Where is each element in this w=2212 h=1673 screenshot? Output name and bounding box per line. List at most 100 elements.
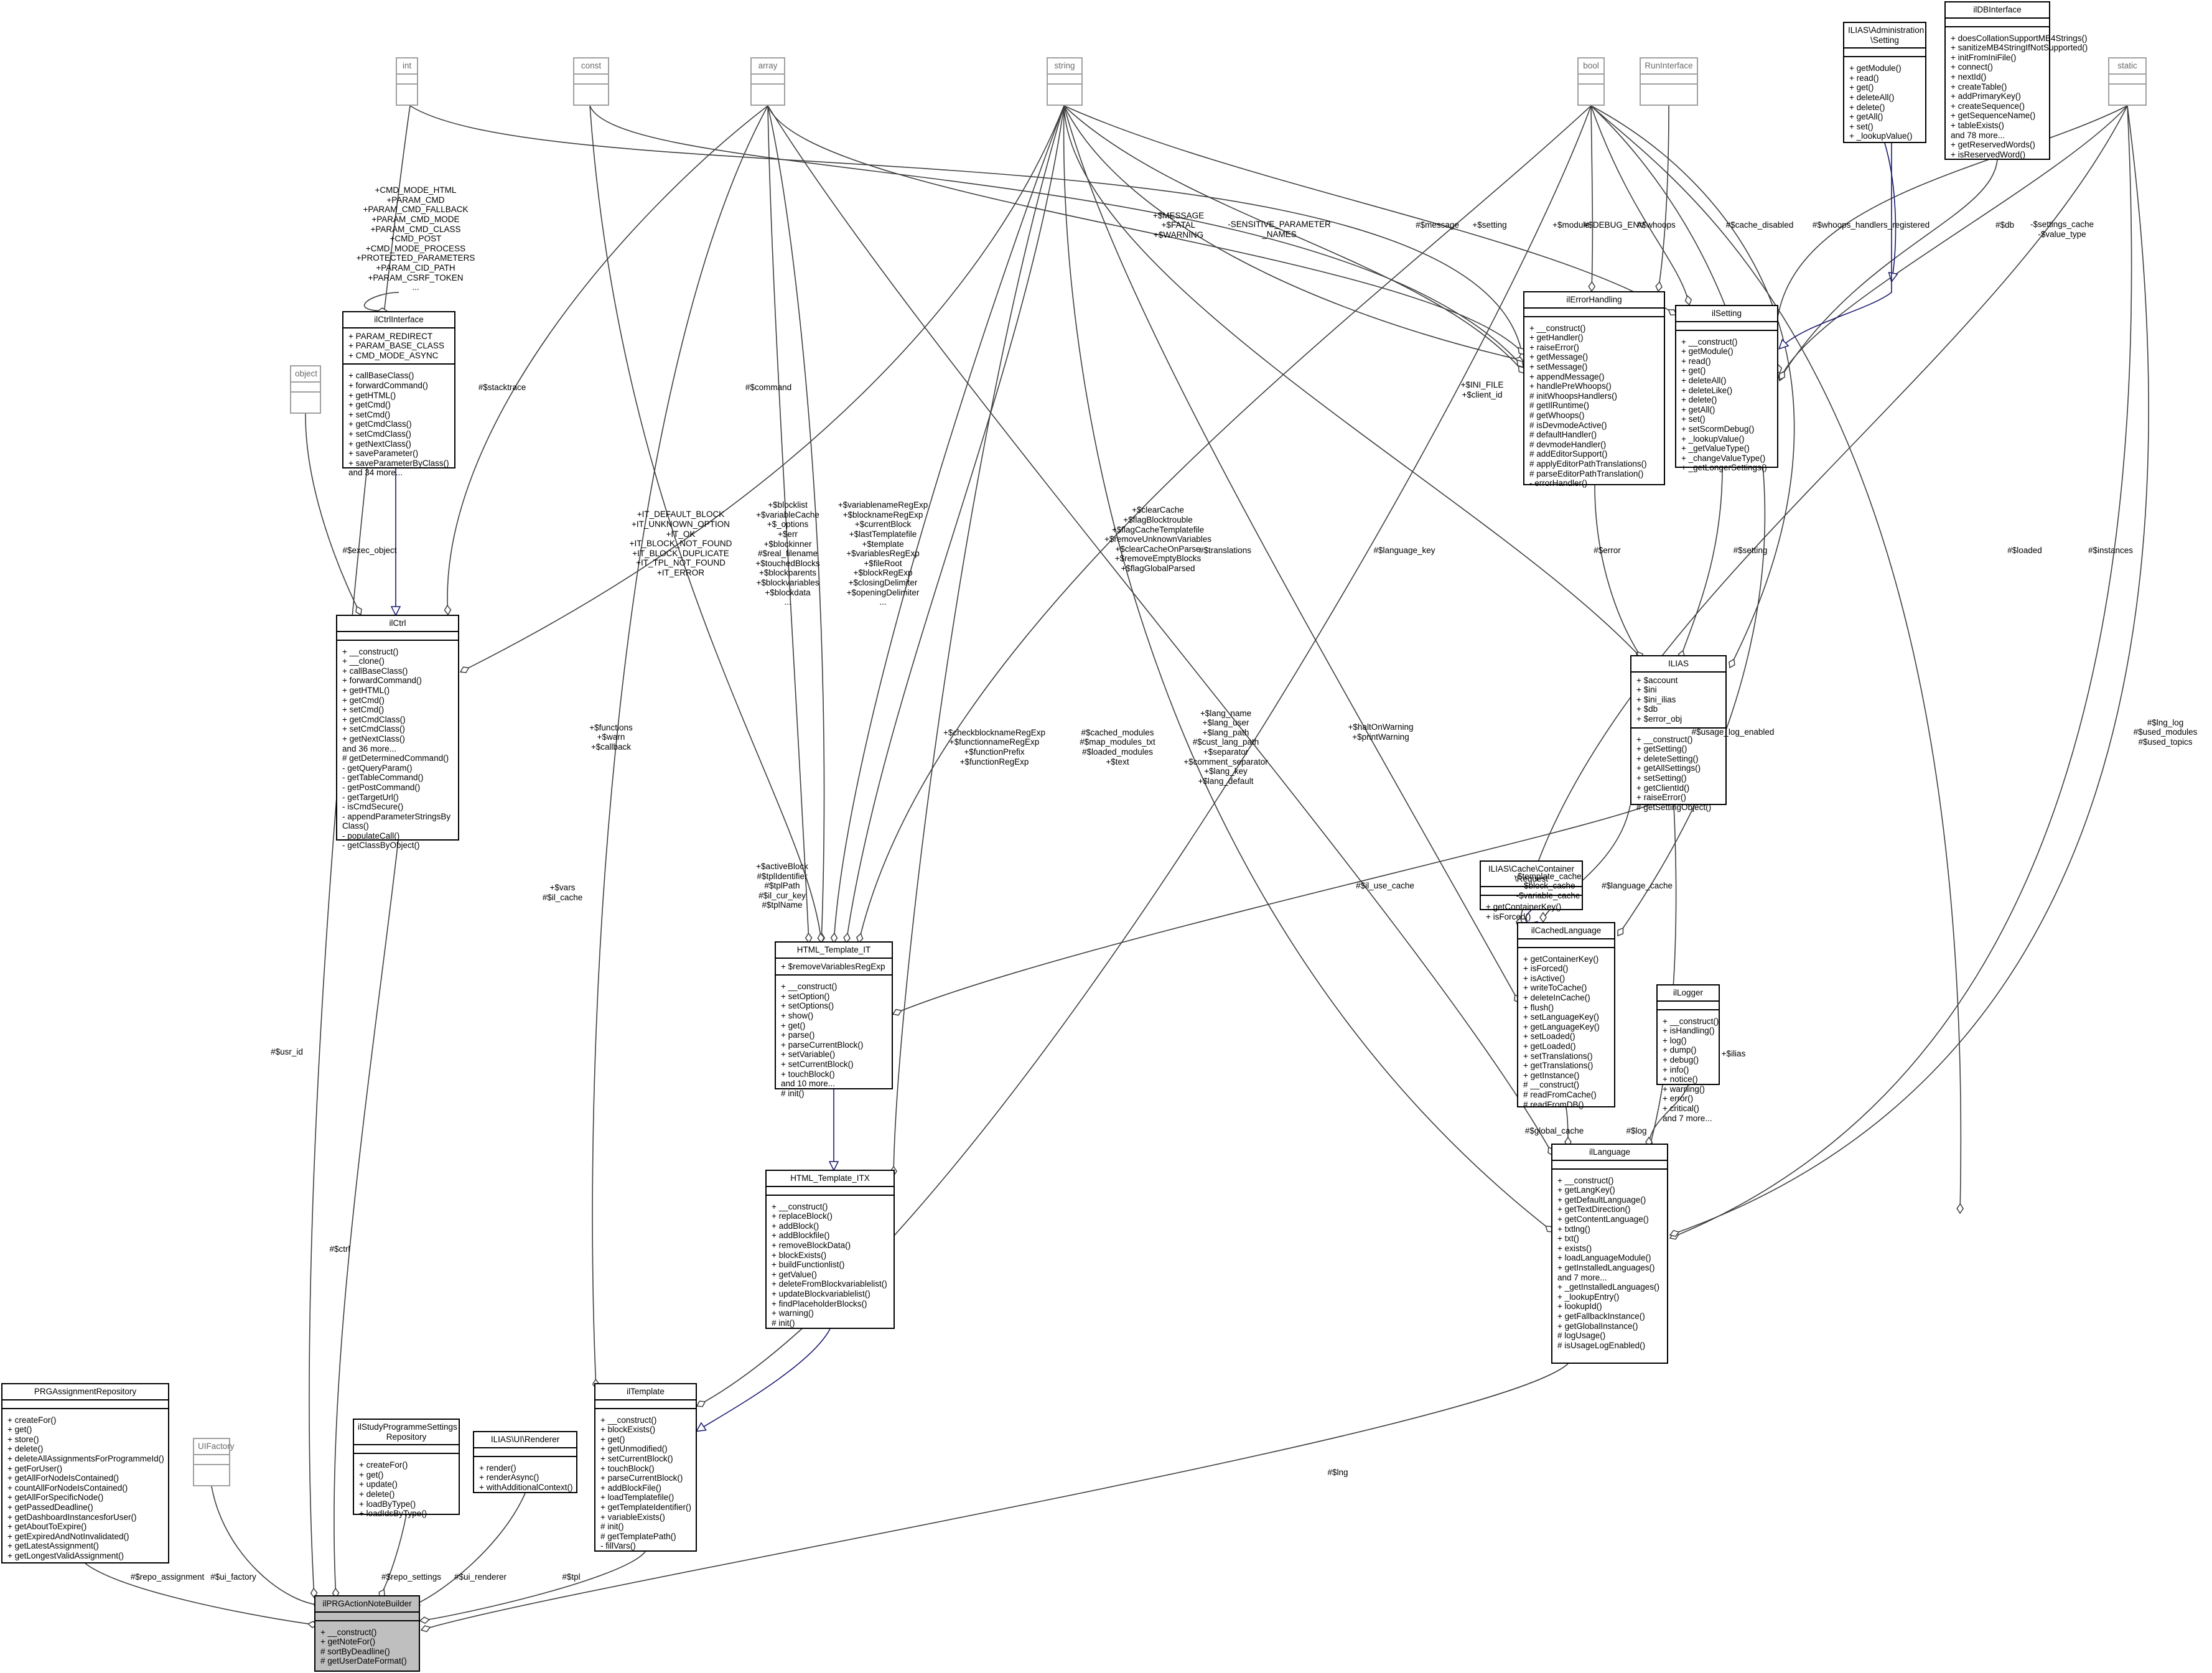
class-box-prgassignmentrepository: PRGAssignmentRepository+ createFor()+ ge…: [1, 1383, 169, 1563]
class-method: # isUsageLogEnabled(): [1557, 1340, 1646, 1350]
association-edge: [447, 105, 768, 615]
class-name-line: \Request: [1514, 874, 1549, 883]
class-method: # readFromDB(): [1523, 1099, 1584, 1109]
edge-label: #$DEBUG_ENV: [1584, 220, 1645, 230]
class-method: + loadLanguageModule(): [1557, 1253, 1651, 1263]
class-method: + setTranslations(): [1523, 1051, 1593, 1061]
class-method: + __construct(): [600, 1415, 657, 1425]
class-method: - populateCall(): [342, 831, 400, 841]
edge-label: +$variablenameRegExp+$blocknameRegExp+$c…: [838, 500, 928, 607]
class-methods: + render()+ renderAsync()+ withAdditiona…: [474, 1455, 576, 1496]
class-method: + loadTemplatefile(): [600, 1493, 674, 1503]
class-method: + get(): [1681, 366, 1706, 376]
class-method: + _lookupValue(): [1849, 131, 1913, 141]
class-box-setting_admin: ILIAS\Administration\Setting+ getModule(…: [1843, 22, 1926, 143]
class-attributes: [474, 1447, 576, 1456]
class-method: - getTableCommand(): [342, 773, 424, 783]
edge-label-line: #$used_modules: [2133, 727, 2198, 737]
class-name: object: [291, 366, 320, 381]
class-box-ilias: ILIAS+ $account+ $ini+ $ini_ilias+ $db+ …: [1630, 655, 1727, 812]
class-method: + getHTML(): [342, 685, 390, 695]
edge-label-line: #$stacktrace: [478, 383, 526, 393]
class-box-cache_request: ILIAS\Cache\Container\Request+ getContai…: [1480, 860, 1583, 921]
edge-label-line: +IT_BLOCK_NOT_FOUND: [629, 539, 732, 549]
edge-label-line: +$functionnameRegExp: [949, 737, 1040, 747]
class-method: + getModule(): [1849, 63, 1902, 73]
class-method: + critical(): [1663, 1103, 1699, 1113]
class-method: - fillVars(): [600, 1541, 636, 1551]
association-edge: [1590, 105, 1689, 305]
edge-label-line: +$blockparents: [759, 568, 816, 578]
class-box-html_template_it: HTML_Template_IT+ $removeVariablesRegExp…: [775, 941, 893, 1098]
association-edge: [1518, 105, 2128, 927]
class-method: + getCmd(): [348, 400, 391, 410]
class-name-line: ilCtrl: [389, 618, 406, 628]
class-attribute: + $account: [1636, 675, 1678, 685]
edge-label: +$vars#$il_cache: [543, 883, 583, 902]
class-method: and 7 more...: [1557, 1272, 1607, 1282]
class-method: + getContainerKey(): [1486, 902, 1562, 912]
class-method: + setCmdClass(): [342, 724, 405, 734]
class-method: + deleteFromBlockvariablelist(): [772, 1279, 887, 1289]
class-name: const: [574, 58, 608, 73]
class-attributes: + PARAM_REDIRECT+ PARAM_BASE_CLASS+ CMD_…: [343, 327, 454, 364]
edge-label-line: +$setting: [1472, 220, 1507, 230]
class-name-line: \Setting: [1870, 35, 1899, 45]
class-method: + getExpiredAndNotInvalidated(): [7, 1531, 129, 1541]
class-method: + deleteInCache(): [1523, 992, 1590, 1002]
class-method: + touchBlock(): [600, 1463, 655, 1473]
class-attribute: + PARAM_REDIRECT: [348, 331, 433, 341]
class-method: + delete(): [359, 1489, 395, 1499]
class-name: ilSetting: [1676, 306, 1777, 321]
class-method: + getTextDirection(): [1557, 1205, 1631, 1214]
edge-label-line: +$FATAL: [1161, 220, 1196, 230]
class-method: + createTable(): [1951, 82, 2007, 91]
class-methods: + callBaseClass()+ forwardCommand()+ get…: [343, 363, 454, 481]
class-method: + set(): [1849, 121, 1874, 131]
edge-label: -$template_cache-$block_cache-$variable_…: [1514, 872, 1581, 901]
edge-label-line: +$module: [1552, 220, 1590, 230]
edge-label-line: +IT_OK: [666, 529, 696, 539]
class-method: + set(): [1681, 414, 1706, 424]
class-method: + createSequence(): [1951, 101, 2025, 111]
class-method: # __construct(): [1523, 1080, 1580, 1090]
class-method: + setLanguageKey(): [1523, 1012, 1599, 1022]
class-box-bool: bool: [1577, 57, 1605, 106]
association-edge: [894, 105, 1065, 1176]
edge-label-line: +$touchedBlocks: [755, 558, 820, 568]
class-name: ILIAS: [1631, 656, 1725, 671]
class-method: + getLongestValidAssignment(): [7, 1550, 124, 1560]
class-attributes: [315, 1611, 419, 1620]
class-methods: [1641, 83, 1697, 94]
edge-label-line: -$value_type: [2038, 229, 2086, 239]
class-method: + get(): [600, 1434, 625, 1444]
edge-label: #$whoops: [1637, 220, 1676, 230]
class-method: + getNextClass(): [348, 439, 411, 449]
class-method: + deleteAll(): [1849, 92, 1895, 102]
class-method: + _getInstalledLanguages(): [1557, 1282, 1659, 1292]
class-attributes: [1658, 1000, 1719, 1009]
inheritance-edge: [697, 1328, 831, 1431]
edge-label-line: +$clearCacheOnParse: [1115, 544, 1201, 554]
class-method: + deleteAllAssignmentsForProgrammeId(): [7, 1453, 164, 1463]
class-method: + setSetting(): [1636, 773, 1687, 783]
edge-label-line: +$lang_key: [1204, 767, 1248, 776]
edge-label-line: #$cache_disabled: [1725, 220, 1794, 230]
class-method: + addPrimaryKey(): [1951, 91, 2021, 101]
edge-label-line: #$ui_factory: [210, 1572, 256, 1582]
edge-label-line: +$blocklist: [768, 500, 808, 510]
edge-label-line: #$cust_lang_path: [1192, 737, 1259, 747]
edge-label-line: +CMD_MODE_PROCESS: [365, 243, 466, 253]
class-methods: [2109, 83, 2145, 94]
class-method: # devmodeHandler(): [1529, 439, 1607, 449]
edge-label-line: #$tplPath: [764, 881, 800, 891]
edge-label: #$error: [1594, 546, 1621, 556]
class-method: + forwardCommand(): [342, 676, 422, 686]
class-method: + warning(): [1663, 1084, 1705, 1094]
class-method: + parseCurrentBlock(): [781, 1040, 864, 1050]
class-name: RunInterface: [1641, 58, 1697, 73]
class-method: + parseCurrentBlock(): [600, 1473, 683, 1483]
class-attributes: [354, 1444, 459, 1453]
class-method: + getAll(): [1849, 112, 1883, 122]
class-attributes: [1676, 320, 1777, 330]
